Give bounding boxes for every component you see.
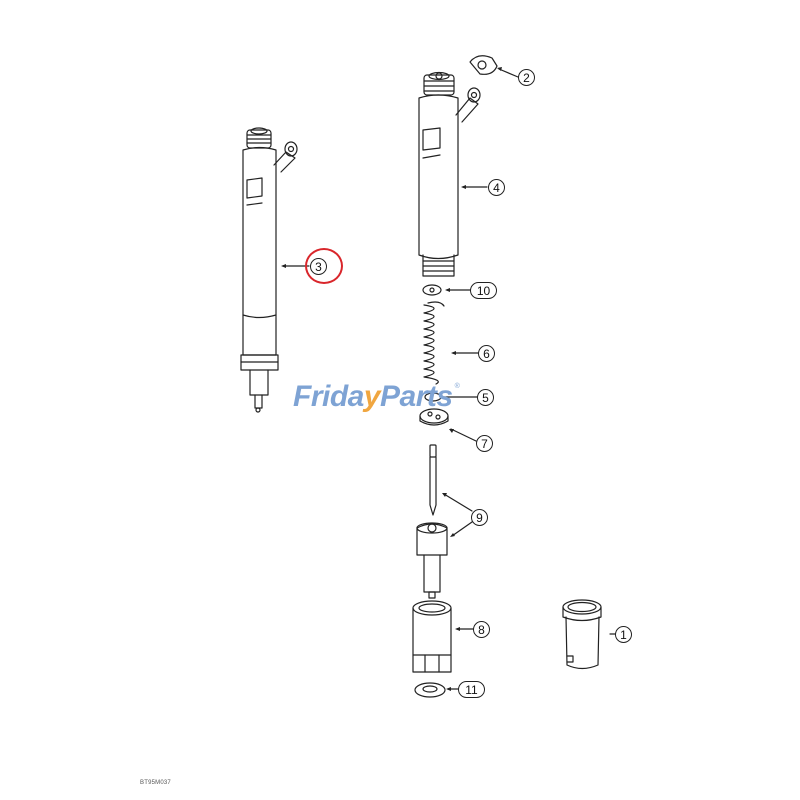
callout-2: 2 bbox=[518, 69, 535, 86]
watermark-text-left: Frida bbox=[293, 380, 364, 413]
spring-drawing bbox=[423, 301, 445, 385]
callout-1: 1 bbox=[615, 626, 632, 643]
drawing-code: BT95M037 bbox=[140, 780, 171, 786]
washer-drawing bbox=[414, 682, 446, 698]
injector-body-drawing bbox=[418, 71, 481, 277]
callout-8: 8 bbox=[473, 621, 490, 638]
watermark-checkmark-y: y bbox=[363, 380, 381, 413]
nozzle-needle-drawing bbox=[416, 444, 448, 599]
callout-11: 11 bbox=[458, 681, 485, 698]
callout-3: 3 bbox=[310, 258, 327, 275]
brand-watermark: Frida y Parts ® bbox=[293, 380, 460, 414]
callout-5: 5 bbox=[477, 389, 494, 406]
callout-4: 4 bbox=[488, 179, 505, 196]
callout-9: 9 bbox=[471, 509, 488, 526]
leader-lines bbox=[282, 68, 616, 690]
banjo-fitting-drawing bbox=[469, 55, 498, 75]
callout-6: 6 bbox=[478, 345, 495, 362]
spring-seat-drawing bbox=[422, 284, 442, 296]
callout-7: 7 bbox=[476, 435, 493, 452]
shim-drawing bbox=[424, 392, 442, 402]
injector-assembly-drawing bbox=[240, 127, 298, 413]
callout-10: 10 bbox=[470, 282, 497, 299]
nozzle-nut-drawing bbox=[412, 600, 452, 673]
watermark-text-right: Parts bbox=[380, 380, 453, 413]
sleeve-drawing bbox=[562, 599, 602, 670]
spacer-disc-drawing bbox=[419, 408, 449, 426]
highlight-ring bbox=[305, 248, 343, 284]
registered-mark: ® bbox=[454, 383, 460, 390]
